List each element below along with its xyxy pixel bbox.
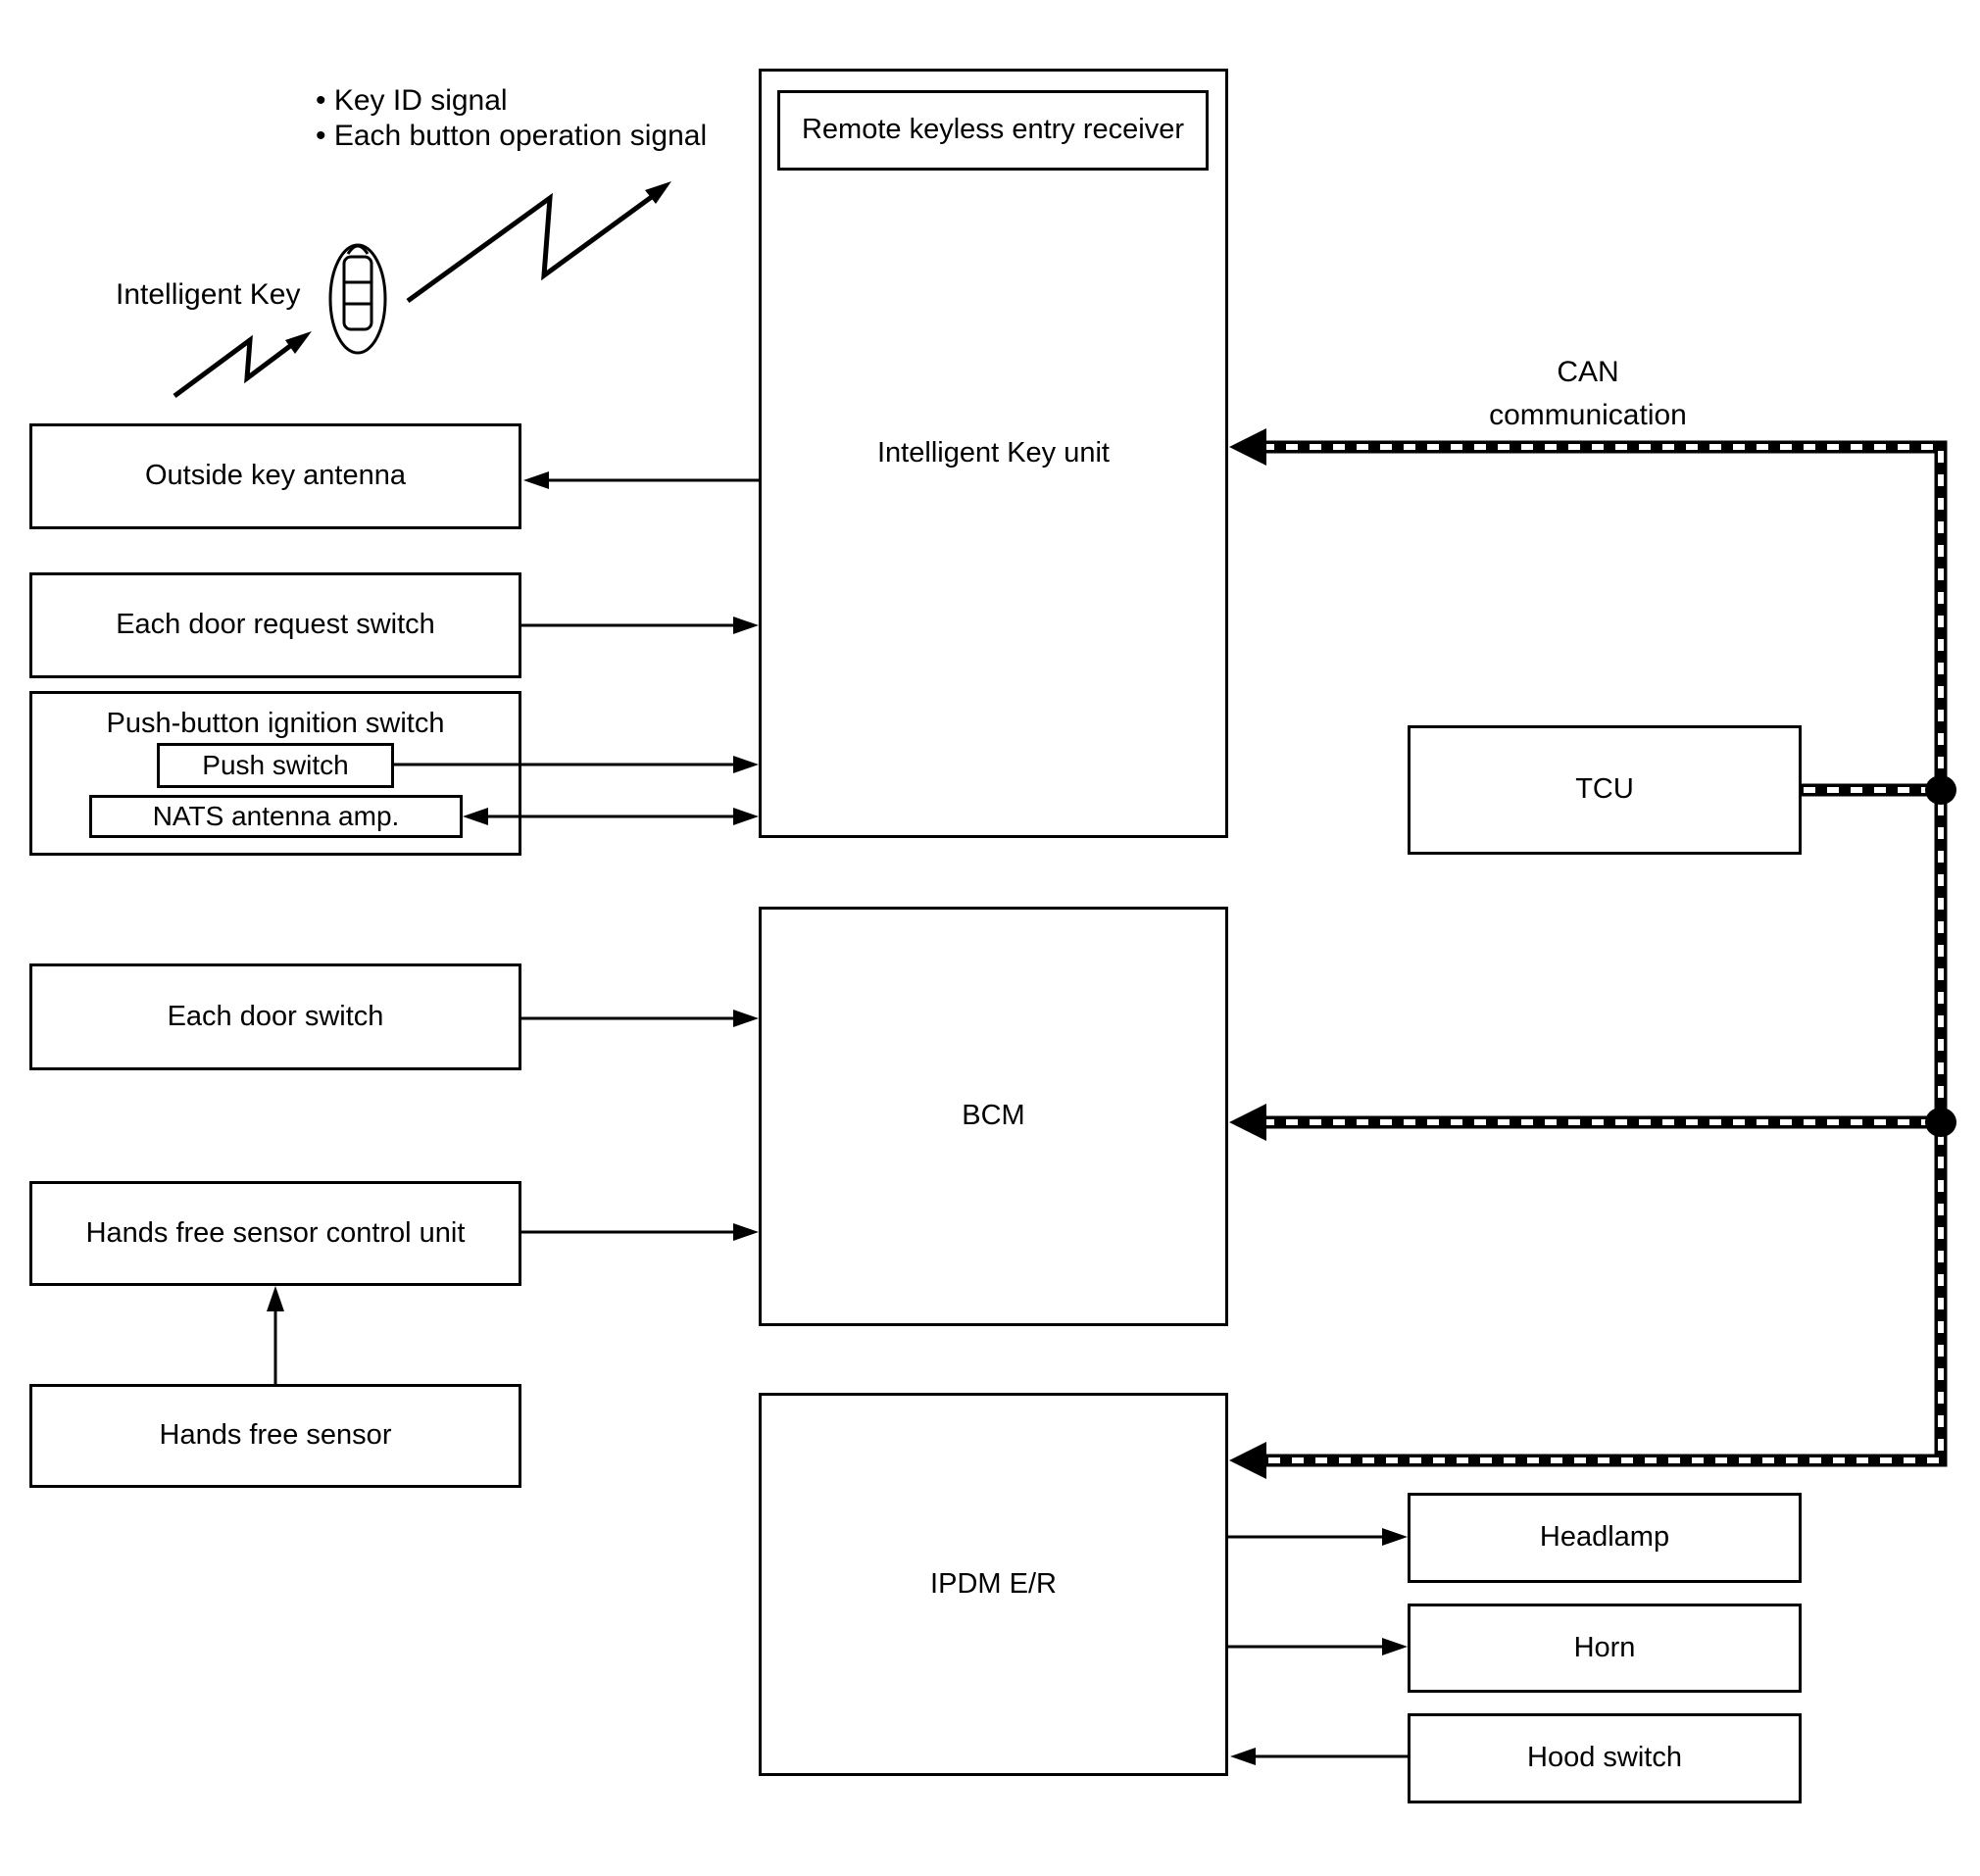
node-each-door-request-switch: Each door request switch — [29, 572, 521, 678]
can-communication-label: CAN communication — [1421, 351, 1755, 436]
can-arrowhead-intelligent-key-unit — [1229, 428, 1266, 466]
node-remote-keyless-entry-receiver: Remote keyless entry receiver — [777, 90, 1209, 171]
arrow-door-request-to-unit — [521, 617, 759, 634]
arrow-unit-to-outside-key-antenna — [523, 471, 759, 489]
can-junction-dot-bcm — [1925, 1108, 1956, 1137]
node-label: Each door request switch — [116, 609, 435, 641]
node-label: BCM — [962, 1100, 1025, 1132]
node-hands-free-sensor-control-unit: Hands free sensor control unit — [29, 1181, 521, 1286]
node-intelligent-key-unit: Intelligent Key unit — [759, 69, 1228, 838]
node-headlamp: Headlamp — [1408, 1493, 1802, 1583]
node-nats-antenna-amp: NATS antenna amp. — [89, 795, 463, 838]
node-horn: Horn — [1408, 1604, 1802, 1693]
node-ipdm-er: IPDM E/R — [759, 1393, 1228, 1776]
arrow-door-switch-to-bcm — [521, 1010, 759, 1027]
node-label: Each door switch — [167, 1000, 384, 1032]
node-label: Hands free sensor — [159, 1419, 392, 1452]
node-label: Headlamp — [1539, 1521, 1670, 1554]
node-hood-switch: Hood switch — [1408, 1713, 1802, 1803]
can-arrowhead-bcm — [1229, 1104, 1266, 1141]
node-label: Push-button ignition switch — [106, 708, 445, 739]
can-label-line1: CAN — [1557, 356, 1619, 388]
radio-wave-arrow-to-key — [173, 331, 312, 399]
can-label-line2: communication — [1489, 398, 1687, 431]
node-label: Outside key antenna — [144, 460, 406, 492]
can-bus-line — [1229, 428, 1956, 1479]
radio-wave-arrow-from-key — [406, 181, 671, 304]
node-label: NATS antenna amp. — [152, 800, 400, 831]
signal-bullet-1: • Key ID signal — [316, 84, 508, 117]
node-bcm: BCM — [759, 907, 1228, 1326]
arrow-ipdm-to-headlamp — [1228, 1528, 1408, 1546]
node-label: TCU — [1575, 773, 1634, 806]
node-tcu: TCU — [1408, 725, 1802, 855]
node-label: Remote keyless entry receiver — [801, 114, 1185, 146]
node-label: Push switch — [202, 749, 349, 780]
arrow-hood-switch-to-ipdm — [1230, 1748, 1408, 1765]
node-label: Hands free sensor control unit — [85, 1216, 466, 1249]
can-arrowhead-ipdm — [1229, 1442, 1266, 1479]
node-hands-free-sensor: Hands free sensor — [29, 1384, 521, 1488]
node-push-switch: Push switch — [157, 743, 394, 788]
node-outside-key-antenna: Outside key antenna — [29, 423, 521, 529]
arrow-hfs-control-to-bcm — [521, 1223, 759, 1241]
node-label: Horn — [1573, 1631, 1636, 1663]
can-junction-dot-tcu — [1925, 775, 1956, 805]
node-label: IPDM E/R — [930, 1567, 1057, 1600]
node-each-door-switch: Each door switch — [29, 963, 521, 1070]
arrow-ipdm-to-horn — [1228, 1638, 1408, 1655]
node-label: Hood switch — [1527, 1742, 1682, 1774]
key-fob-icon — [328, 243, 387, 355]
signal-bullet-2: • Each button operation signal — [316, 120, 708, 152]
intelligent-key-label: Intelligent Key — [116, 278, 301, 311]
node-label: Intelligent Key unit — [877, 436, 1110, 469]
arrow-hfs-sensor-to-control — [267, 1286, 284, 1384]
